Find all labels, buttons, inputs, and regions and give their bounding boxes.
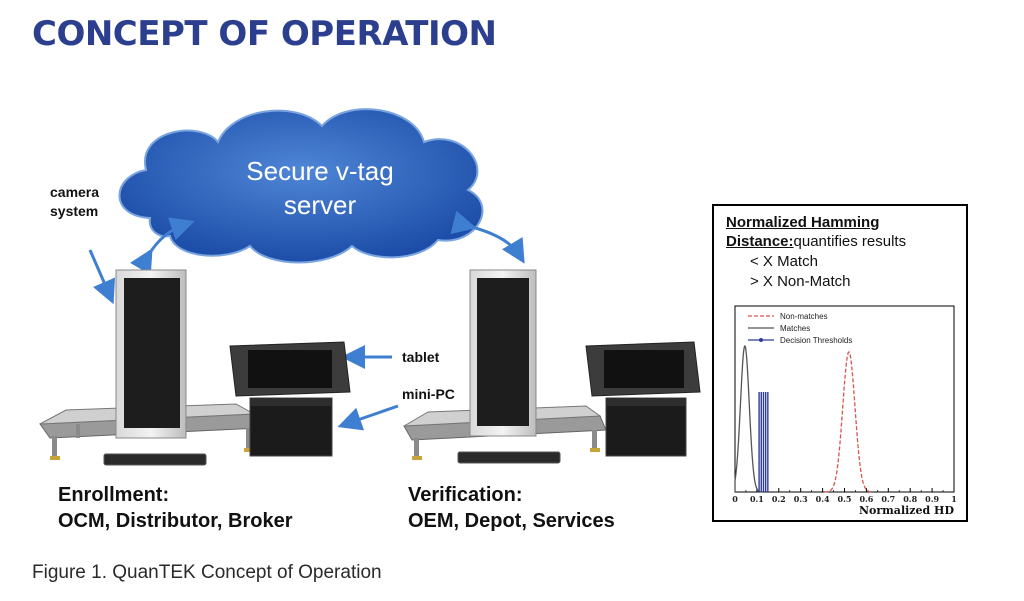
- cloud-label-line1: Secure v-tag: [246, 156, 394, 186]
- figure-caption: Figure 1. QuanTEK Concept of Operation: [32, 562, 382, 583]
- verification-title: Verification:: [408, 484, 523, 506]
- x-tick-label: 0.5: [838, 494, 852, 504]
- enrollment-roles: OCM, Distributor, Broker: [58, 510, 293, 532]
- verification-caption: Verification: OEM, Depot, Services: [408, 482, 615, 534]
- verification-keyboard: [457, 451, 561, 464]
- tablet-label: tablet: [402, 349, 440, 365]
- x-tick-label: 0.1: [750, 494, 764, 504]
- x-tick-label: 0.9: [925, 494, 939, 504]
- link-arrows: [88, 210, 525, 431]
- camera-label-line1: camera: [50, 184, 100, 200]
- legend-label: Non-matches: [780, 312, 828, 321]
- verification-tablet: [585, 341, 701, 397]
- camera-system-label: camera system: [50, 183, 99, 221]
- inset-title: Normalized Hamming: [726, 214, 880, 231]
- enrollment-mini-pc: [249, 397, 333, 457]
- enrollment-tablet: [229, 341, 351, 397]
- inset-distance-label: Distance:: [726, 233, 794, 250]
- x-tick-label: 0.8: [903, 494, 917, 504]
- x-tick-label: 0.4: [816, 494, 830, 504]
- secure-server-cloud: [118, 108, 484, 264]
- hamming-distance-panel: Normalized Hamming Distance:quantifies r…: [712, 204, 968, 522]
- inset-distance-line: Distance:quantifies results: [726, 233, 906, 250]
- enrollment-station: [39, 269, 351, 466]
- x-tick-label: 0.3: [794, 494, 808, 504]
- x-tick-label: 1: [951, 494, 956, 504]
- camera-label-line2: system: [50, 203, 99, 219]
- verification-camera-tower: [469, 269, 537, 437]
- enrollment-title: Enrollment:: [58, 484, 170, 506]
- hamming-distance-chart: 0 0.1 0.2 0.3 0.4 0.5 0.6 0.7 0.8 0.9 1Normalized …: [732, 305, 956, 516]
- inset-distance-desc: quantifies results: [793, 233, 907, 250]
- series-matches-curve: [734, 345, 763, 493]
- cloud-label-line2: server: [283, 190, 357, 220]
- legend-label: Decision Thresholds: [780, 336, 852, 345]
- x-tick-label: 0: [732, 494, 738, 504]
- series-non-matches-curve: [824, 351, 874, 493]
- enrollment-camera-tower: [115, 269, 187, 439]
- enrollment-keyboard: [103, 453, 207, 466]
- x-tick-label: 0.6: [859, 494, 873, 504]
- verification-roles: OEM, Depot, Services: [408, 510, 615, 532]
- x-tick-label: 0.2: [772, 494, 786, 504]
- minipc-pointer-arrow: [337, 404, 399, 431]
- enroll-server-arrow: [130, 217, 195, 276]
- verification-mini-pc: [605, 397, 687, 457]
- verify-server-arrow: [450, 210, 525, 264]
- mini-pc-label: mini-PC: [402, 386, 455, 402]
- inset-match-rule: < X Match: [750, 253, 818, 270]
- inset-nonmatch-rule: > X Non-Match: [750, 273, 851, 290]
- verification-station: [403, 269, 701, 464]
- cloud-label: Secure v-tag server: [210, 154, 430, 222]
- camera-pointer-arrow: [88, 249, 116, 305]
- legend-marker: [759, 338, 763, 342]
- x-axis-label: Normalized HD: [859, 504, 954, 516]
- enrollment-caption: Enrollment: OCM, Distributor, Broker: [58, 482, 292, 534]
- x-tick-label: 0.7: [881, 494, 895, 504]
- page-title: CONCEPT OF OPERATION: [32, 14, 497, 54]
- legend-label: Matches: [780, 324, 810, 333]
